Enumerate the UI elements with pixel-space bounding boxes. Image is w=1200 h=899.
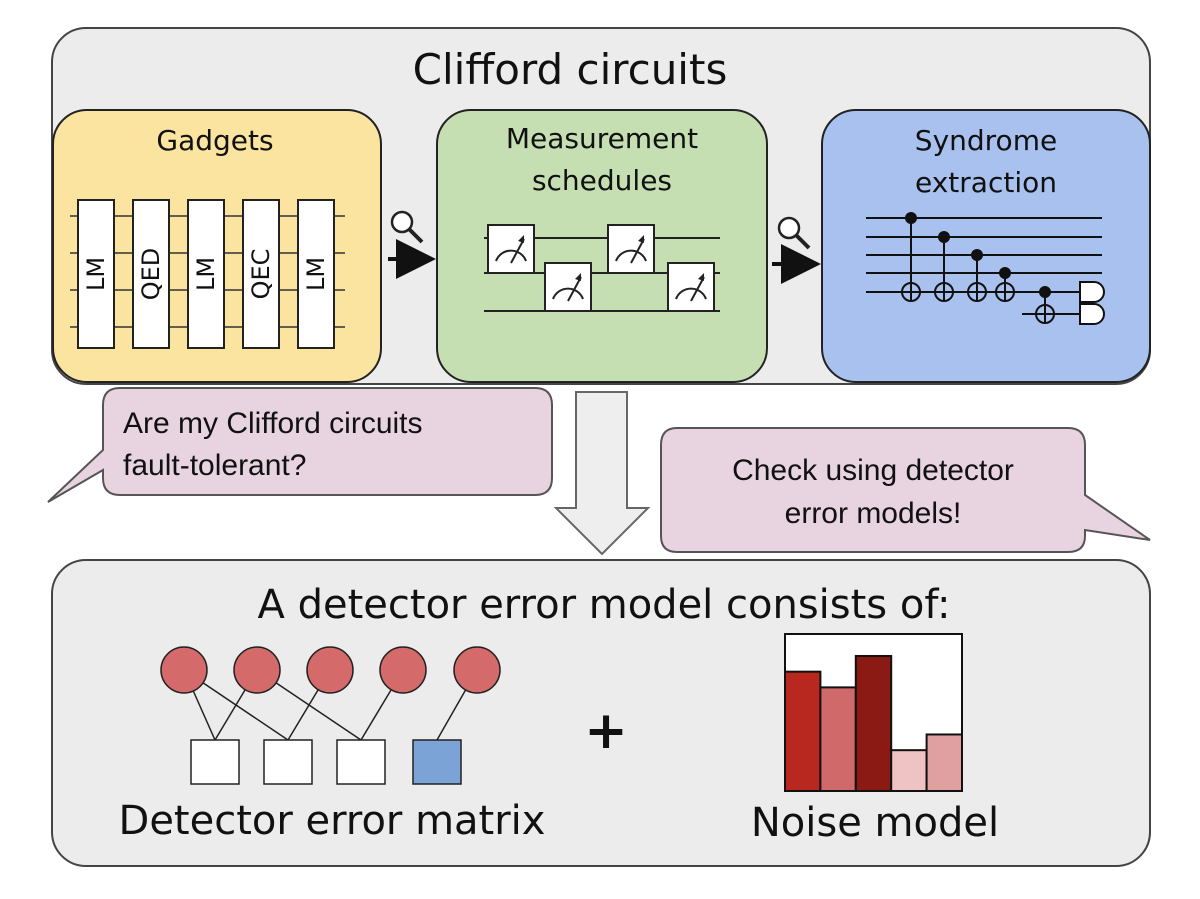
- noise-bar: [784, 670, 822, 792]
- question-text-line1: Are my Clifford circuits: [123, 407, 423, 440]
- noise-bar: [819, 686, 857, 793]
- detector-error-matrix-label: Detector error matrix: [119, 798, 546, 844]
- gadget-block-label: LM: [302, 257, 330, 291]
- error-node: [233, 646, 281, 694]
- answer-text-line1: Check using detector: [732, 454, 1014, 487]
- answer-bubble: Check using detector error models!: [660, 427, 1151, 553]
- noise-bar: [854, 654, 893, 792]
- gadget-block: LM: [77, 199, 115, 349]
- gadget-block: LM: [297, 199, 335, 349]
- noise-model-label: Noise model: [751, 800, 999, 846]
- gadget-block: LM: [187, 199, 225, 349]
- gadget-block-label: LM: [82, 257, 110, 291]
- question-bubble: Are my Clifford circuits fault-tolerant?: [47, 387, 553, 503]
- meter-icon: [607, 224, 655, 274]
- detector-node: [263, 739, 313, 785]
- meter-icon: [487, 224, 535, 274]
- answer-text-line2: error models!: [785, 497, 962, 530]
- gadget-block-label: LM: [192, 257, 220, 291]
- plus-sign: +: [584, 701, 628, 761]
- gadget-blocks: LM QED LM QEC LM: [77, 199, 335, 349]
- syndrome-title-line2: extraction: [915, 166, 1057, 199]
- clifford-circuits-title: Clifford circuits: [413, 45, 728, 94]
- measurement-title-line1: Measurement: [506, 122, 698, 155]
- gadgets-box: Gadgets LM QED LM QEC LM: [52, 109, 382, 383]
- error-node: [453, 646, 501, 694]
- detector-error-model-title: A detector error model consists of:: [258, 582, 951, 628]
- noise-bar: [925, 733, 963, 792]
- detector-node: [336, 739, 386, 785]
- measurement-gates: [487, 224, 715, 312]
- detector-node: [190, 739, 240, 785]
- gadget-block-label: QEC: [247, 249, 275, 300]
- detector-error-graph: [160, 646, 501, 785]
- gadgets-title: Gadgets: [156, 124, 273, 157]
- syndrome-extraction-box: Syndrome extraction: [821, 109, 1151, 383]
- error-node: [306, 646, 354, 694]
- noise-model-chart: [784, 633, 963, 793]
- detector-node-highlighted: [412, 739, 462, 785]
- measurement-schedules-box: Measurement schedules: [436, 109, 768, 383]
- measurement-title-line2: schedules: [532, 164, 672, 197]
- question-text-line2: fault-tolerant?: [123, 449, 306, 482]
- syndrome-circuit: [866, 212, 1105, 325]
- gadget-block: QED: [132, 199, 170, 349]
- gadget-block: QEC: [242, 199, 280, 349]
- meter-icon: [667, 262, 715, 312]
- meter-icon: [544, 262, 592, 312]
- error-node: [160, 646, 208, 694]
- error-node: [379, 646, 427, 694]
- down-arrow: [553, 391, 651, 556]
- gadget-block-label: QED: [137, 248, 165, 301]
- syndrome-title-line1: Syndrome: [915, 124, 1057, 157]
- noise-bar: [890, 749, 928, 792]
